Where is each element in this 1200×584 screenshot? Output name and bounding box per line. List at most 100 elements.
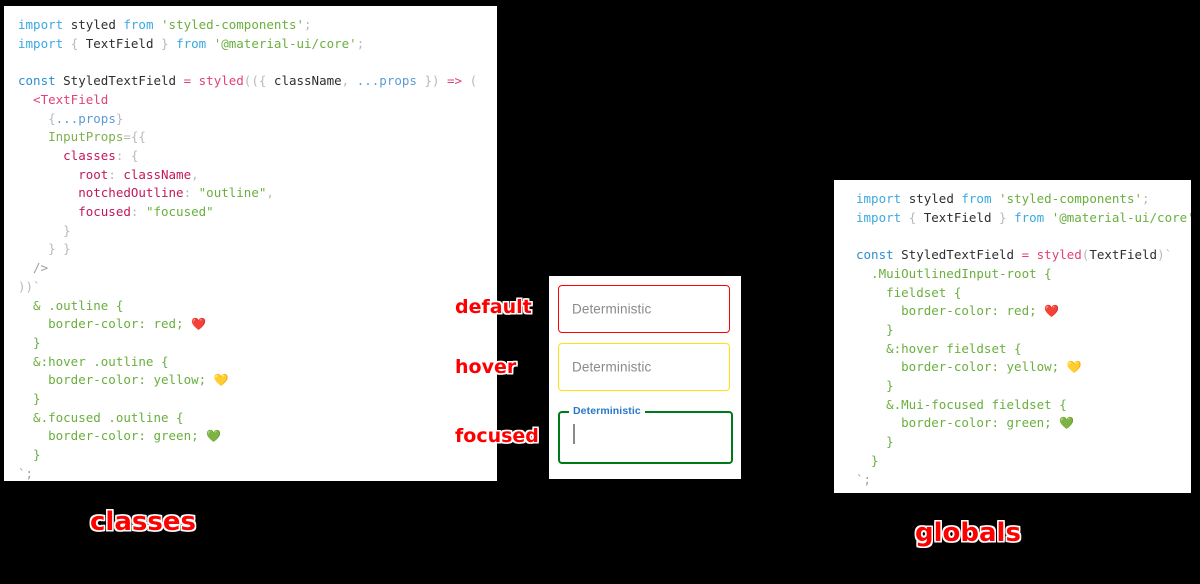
textfield-default[interactable]: Deterministic bbox=[558, 285, 730, 333]
code-token: from bbox=[176, 35, 214, 51]
classes-code-line-1: import styled from 'styled-components'; bbox=[18, 16, 489, 35]
code-token: ; bbox=[1142, 191, 1150, 206]
globals-code-line-4: const StyledTextField = styled(TextField… bbox=[856, 246, 1183, 265]
classes-code-line-15: ))` bbox=[18, 278, 489, 297]
code-token: &:hover fieldset { bbox=[856, 340, 1022, 356]
caption-classes: classes bbox=[90, 507, 196, 537]
annotation-default: default bbox=[455, 296, 532, 318]
code-token: InputProps bbox=[18, 129, 124, 145]
code-token: import bbox=[856, 191, 909, 206]
code-token: &.Mui-focused fieldset { bbox=[856, 396, 1067, 412]
classes-code-line-12: } bbox=[18, 222, 489, 241]
code-token: { bbox=[908, 209, 924, 225]
classes-code-line-14: /> bbox=[18, 259, 489, 278]
code-token: : bbox=[183, 185, 199, 201]
code-token: 'styled-components' bbox=[999, 191, 1143, 206]
code-token: ( bbox=[1081, 247, 1090, 263]
classes-code-line-20: border-color: yellow; 💛 bbox=[18, 371, 489, 390]
code-token: "focused" bbox=[145, 204, 214, 220]
code-token: )` bbox=[1157, 247, 1173, 263]
classes-code-line-9: root: className, bbox=[18, 166, 489, 185]
classes-code-line-2: import { TextField } from '@material-ui/… bbox=[18, 35, 489, 54]
globals-code-line-6: fieldset { bbox=[856, 284, 1183, 303]
classes-code-line-6: {...props} bbox=[18, 110, 489, 129]
classes-code-line-18: } bbox=[18, 334, 489, 353]
globals-code-line-5: .MuiOutlinedInput-root { bbox=[856, 265, 1183, 284]
code-token: "outline" bbox=[198, 185, 267, 201]
code-token: : bbox=[108, 166, 124, 182]
code-token: 'styled-components' bbox=[161, 17, 305, 32]
code-token: className bbox=[123, 166, 192, 182]
code-token: ={{ bbox=[123, 129, 146, 145]
code-token: ( bbox=[469, 73, 478, 89]
code-token: border-color: red; bbox=[18, 316, 192, 332]
classes-code-line-8: classes: { bbox=[18, 147, 489, 166]
code-token: ...props bbox=[55, 110, 116, 126]
code-token: & .outline { bbox=[18, 297, 124, 313]
code-token: root bbox=[18, 166, 109, 182]
demo-lower-section: Deterministic bbox=[549, 400, 741, 479]
classes-code-line-24: } bbox=[18, 446, 489, 465]
code-token: } bbox=[856, 434, 894, 450]
code-token: = bbox=[183, 73, 199, 89]
code-token: const bbox=[18, 73, 64, 89]
textfield-focused[interactable]: Deterministic bbox=[558, 405, 733, 464]
classes-code-line-5: <TextField bbox=[18, 91, 489, 110]
code-token: '@material-ui/core' bbox=[213, 35, 357, 51]
classes-code-line-13: } } bbox=[18, 240, 489, 259]
code-token: : bbox=[130, 204, 146, 220]
classes-code-line-7: InputProps={{ bbox=[18, 128, 489, 147]
code-token: , bbox=[191, 166, 199, 182]
code-token: TextField bbox=[1089, 247, 1158, 263]
globals-code-line-10: border-color: yellow; 💛 bbox=[856, 358, 1183, 377]
globals-code-line-15: } bbox=[856, 452, 1183, 471]
code-token: 💚 bbox=[206, 429, 222, 444]
textfield-default-value: Deterministic bbox=[572, 301, 652, 317]
code-token: StyledTextField bbox=[63, 73, 184, 89]
code-token: const bbox=[856, 247, 902, 263]
code-token: } bbox=[856, 321, 894, 337]
code-token: border-color: yellow; bbox=[856, 359, 1067, 375]
code-token: }) bbox=[424, 73, 448, 89]
code-panel-globals: import styled from 'styled-components';i… bbox=[834, 180, 1191, 493]
classes-code-line-25: `; bbox=[18, 465, 489, 481]
text-caret bbox=[573, 424, 575, 444]
classes-code-line-3 bbox=[18, 53, 489, 72]
globals-code-line-3 bbox=[856, 227, 1183, 246]
code-token: 💛 bbox=[1066, 360, 1082, 375]
demo-upper-section: Deterministic Deterministic bbox=[549, 276, 738, 400]
code-token: TextField bbox=[85, 35, 154, 51]
globals-code-line-13: border-color: green; 💚 bbox=[856, 414, 1183, 433]
textfield-focused-label: Deterministic bbox=[569, 405, 645, 418]
code-block-globals: import styled from 'styled-components';i… bbox=[856, 190, 1191, 490]
code-token: &.focused .outline { bbox=[18, 409, 184, 425]
classes-code-line-4: const StyledTextField = styled(({ classN… bbox=[18, 72, 489, 91]
code-token: import bbox=[856, 209, 909, 225]
code-token: from bbox=[123, 17, 162, 32]
code-token: border-color: green; bbox=[18, 428, 207, 444]
code-token: &:hover .outline { bbox=[18, 353, 169, 369]
code-token: notchedOutline bbox=[18, 185, 184, 201]
classes-code-line-22: &.focused .outline { bbox=[18, 409, 489, 428]
code-token: styled bbox=[1036, 247, 1082, 263]
code-token: border-color: yellow; bbox=[18, 372, 214, 388]
classes-code-line-16: & .outline { bbox=[18, 297, 489, 316]
globals-code-line-8: } bbox=[856, 321, 1183, 340]
code-token: } bbox=[18, 391, 41, 407]
code-token: (( bbox=[243, 73, 259, 89]
textfield-hover[interactable]: Deterministic bbox=[558, 343, 730, 391]
code-token: } bbox=[856, 452, 879, 468]
globals-code-line-16: `; bbox=[856, 471, 1183, 490]
code-token: ...props bbox=[356, 73, 425, 89]
code-token: = bbox=[1021, 247, 1037, 263]
caption-globals: globals bbox=[915, 518, 1021, 548]
code-token: ❤️ bbox=[1044, 304, 1060, 319]
code-token: ))` bbox=[18, 278, 41, 294]
code-token: `; bbox=[856, 471, 872, 487]
code-token: : { bbox=[115, 147, 139, 163]
code-token: StyledTextField bbox=[901, 247, 1022, 263]
code-token: { bbox=[18, 110, 56, 126]
code-token: } bbox=[18, 447, 41, 463]
code-token: } bbox=[153, 35, 177, 51]
globals-code-line-12: &.Mui-focused fieldset { bbox=[856, 396, 1183, 415]
